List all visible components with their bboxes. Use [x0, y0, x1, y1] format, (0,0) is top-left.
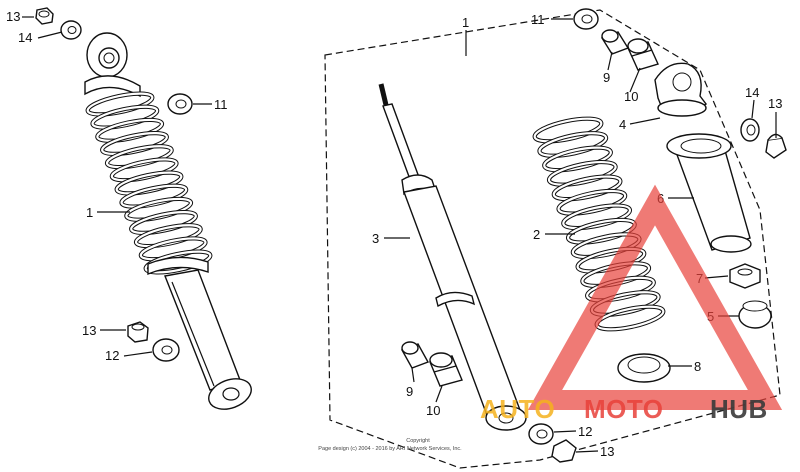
- callout-12-left: 12: [105, 348, 119, 363]
- nut-13-left-top: [35, 7, 54, 25]
- callout-labels: 13 14 11 1 13 12 1 3 2 11 9 10 4 14 13 6…: [6, 9, 782, 459]
- watermark-moto: MOTO: [584, 394, 664, 424]
- spring-coil: [120, 184, 188, 208]
- spring-coil: [134, 224, 202, 248]
- copyright-notice: Copyright Page design (c) 2004 - 2016 by…: [318, 438, 462, 452]
- callout-2: 2: [533, 227, 540, 242]
- dust-cover-6: [666, 133, 752, 253]
- nut-13-left-bottom: [127, 321, 149, 343]
- washer-12-bottom: [528, 423, 554, 445]
- callout-1-left: 1: [86, 205, 93, 220]
- callout-11-top: 11: [531, 12, 545, 27]
- spring-coil: [96, 118, 164, 142]
- spring-coil: [110, 158, 178, 182]
- spring-coil: [130, 210, 197, 235]
- callout-13-right-top: 13: [768, 96, 782, 111]
- callout-10-top: 10: [624, 89, 638, 104]
- spring-coil: [543, 146, 612, 172]
- callout-9-top: 9: [603, 70, 610, 85]
- callout-3: 3: [372, 231, 379, 246]
- spring-coil: [91, 105, 159, 129]
- spring-coil: [552, 175, 622, 201]
- callout-1-top: 1: [462, 15, 469, 30]
- exploded-view-frame: [324, 9, 781, 469]
- callout-14-right: 14: [745, 85, 759, 100]
- spring-coil: [533, 117, 603, 143]
- callout-9-bottom: 9: [406, 384, 413, 399]
- callout-14-left: 14: [18, 30, 32, 45]
- spring-coil: [547, 160, 617, 186]
- automotohub-watermark: AUTO MOTO HUB: [480, 184, 783, 424]
- washer-14-left: [60, 20, 82, 40]
- callout-13-left-bottom: 13: [82, 323, 96, 338]
- watermark-auto: AUTO: [480, 394, 555, 424]
- spring-coil: [538, 132, 608, 157]
- callout-11-left: 11: [214, 97, 228, 112]
- bushing-10-bottom: [429, 352, 463, 387]
- spring-coil: [139, 237, 207, 261]
- watermark-triangle-logo: [527, 184, 783, 410]
- copyright-line-2: Page design (c) 2004 - 2016 by ARI Netwo…: [318, 446, 462, 452]
- spring-coil: [115, 171, 183, 195]
- watermark-hub: HUB: [710, 394, 768, 424]
- rubber-5: [738, 300, 772, 329]
- spring-coil: [144, 250, 212, 274]
- assembled-shock-absorber: [84, 32, 252, 410]
- spring-coil: [86, 92, 154, 116]
- collar-9-bottom: [400, 341, 430, 369]
- cap-nut-13-right-bottom: [551, 439, 577, 463]
- callout-13-right-bottom: 13: [600, 444, 614, 459]
- callout-12-bottom: 12: [578, 424, 592, 439]
- copyright-line-1: Copyright: [406, 438, 430, 444]
- spring-coil: [105, 145, 173, 169]
- callout-8: 8: [694, 359, 701, 374]
- spring-seat-8: [617, 353, 671, 383]
- washer-14-right: [740, 118, 760, 142]
- collar-9-top: [600, 29, 630, 55]
- damper-unit-3: [378, 83, 527, 431]
- washer-11-top: [573, 8, 599, 30]
- spring-coil: [125, 197, 193, 221]
- spring-coil: [562, 204, 632, 230]
- washer-12-left: [152, 338, 180, 362]
- spring-coil: [557, 189, 627, 215]
- bushing-10-top: [627, 38, 659, 71]
- callout-13-left-top: 13: [6, 9, 20, 24]
- nut-7: [729, 263, 761, 289]
- spring-coil: [101, 131, 168, 156]
- cap-nut-13-right-top: [765, 133, 787, 159]
- callout-4: 4: [619, 117, 626, 132]
- upper-joint-4: [654, 62, 708, 117]
- leader-lines: [22, 16, 777, 453]
- washer-11-left: [167, 93, 193, 115]
- callout-10-bottom: 10: [426, 403, 440, 418]
